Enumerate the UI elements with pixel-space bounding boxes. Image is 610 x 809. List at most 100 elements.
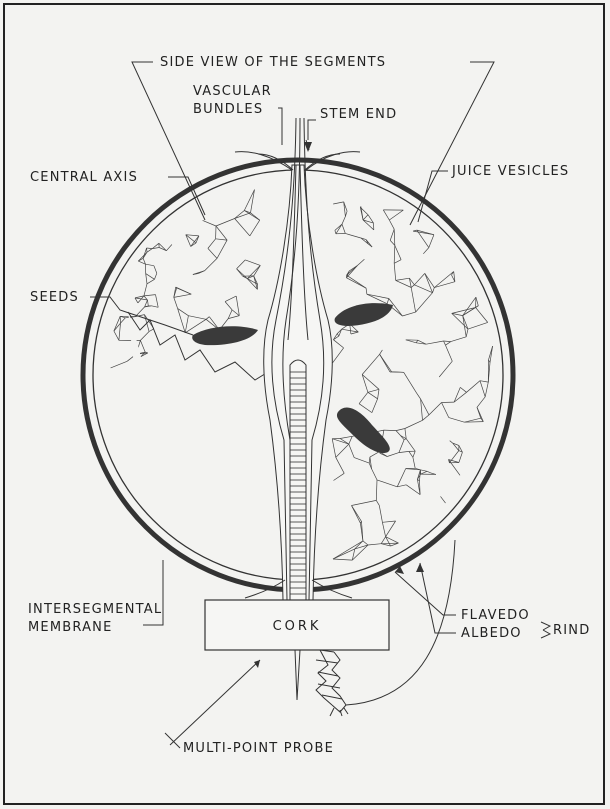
vesicle-line [235,211,245,219]
vesicle-line [380,354,392,372]
vesicle-line [389,210,403,220]
vesicle-line [416,293,433,312]
vesicle-line [394,263,396,280]
vesicle-line [351,332,358,334]
vesicle-line [411,288,415,313]
vesicle-line [156,295,159,308]
vesicle-line [467,381,481,393]
vesicle-line [147,249,152,253]
vesicle-line [359,392,368,403]
vesicle-line [389,220,394,229]
vesicle-line [433,288,435,293]
vesicle-line [114,316,120,331]
vesicle-line [333,549,355,559]
vesicle-line [334,473,345,480]
juice-vesicles-label: JUICE VESICLES [451,164,569,179]
vesicle-line [349,436,352,444]
vesicle-line [376,480,377,501]
vesicle-line [342,224,345,233]
vesicle-line [449,418,465,423]
vesicle-line [372,399,378,413]
vesicle-line [463,308,476,316]
vesicle-line [450,441,453,443]
vesicle-line [379,505,382,522]
vesicle-line [369,457,370,463]
vesicle-line [429,235,434,248]
vesicle-line [452,313,468,329]
vesicle-line [148,300,149,306]
vascular-bundles-label-line1: VASCULAR [193,84,272,99]
vesicle-line [114,323,121,331]
vesicle-line [146,274,155,280]
vesicle-line [237,269,248,279]
vesicle-line [423,248,429,254]
vesicle-line [354,458,369,464]
vesicle-line [144,295,156,296]
vesicle-line [357,259,364,265]
vesicle-line [396,280,412,287]
vesicle-line [420,470,427,472]
vesicle-line [477,397,485,408]
vesicle-line [390,229,394,240]
vesicle-line [208,248,217,258]
vesicle-line [446,342,451,346]
vesicle-line [178,308,186,332]
cork-label: CORK [273,619,322,634]
seed-right-upper [335,303,393,326]
vesicle-line [429,403,442,415]
vesicle-line [146,264,154,266]
intersegmental-membrane-label-line1: INTERSEGMENTAL [28,602,162,617]
vesicle-line [463,316,467,337]
vesicle-line [480,381,485,397]
albedo-label: ALBEDO [461,626,522,641]
vesicle-line [378,389,379,399]
vesicle-line [401,436,407,439]
vesicle-line [351,235,361,238]
vesicle-line [216,226,227,240]
vesicle-line [405,420,423,428]
vesicle-line [441,496,446,503]
vesicle-line [345,233,350,235]
vesicle-line [421,471,427,474]
vesicle-line [208,239,216,249]
vesicle-line [159,248,166,251]
vesicle-line [439,361,452,377]
vesicle-line [387,453,399,457]
vesicle-line [145,300,148,307]
vesicle-line [228,316,239,319]
intersegmental-membrane-area [128,310,268,600]
vesicle-line [444,341,446,345]
vesicle-line [406,485,420,495]
vesicle-line [217,240,227,258]
vesicle-line [381,543,398,544]
vesicle-line [414,273,424,284]
rind-label: RIND [553,623,590,638]
vesicle-line [404,439,406,440]
vesicle-line [367,294,387,304]
vesicle-line [352,506,361,524]
vesicle-line [147,248,153,249]
flavedo-label: FLAVEDO [461,608,530,623]
vesicle-line [185,316,188,333]
vesicle-line [409,451,413,457]
probe-shaft [290,360,306,600]
vesicle-line [236,296,239,316]
vesicle-line [394,260,401,264]
vesicle-line [166,245,172,251]
vesicle-line [372,469,377,480]
seed-left [192,326,258,345]
vesicle-line [352,500,377,505]
stem-end-label: STEM END [320,107,397,122]
vesicle-line [332,439,336,458]
vascular-bundles-label-line2: BUNDLES [193,102,263,117]
vesicle-line [452,308,476,314]
vesicle-line [382,522,385,536]
vesicle-line [426,341,443,344]
vesicle-line [459,452,463,462]
vesicle-line [367,294,389,298]
vesicle-line [384,430,396,431]
vesicle-line [446,345,453,361]
vesicle-line [463,297,476,315]
